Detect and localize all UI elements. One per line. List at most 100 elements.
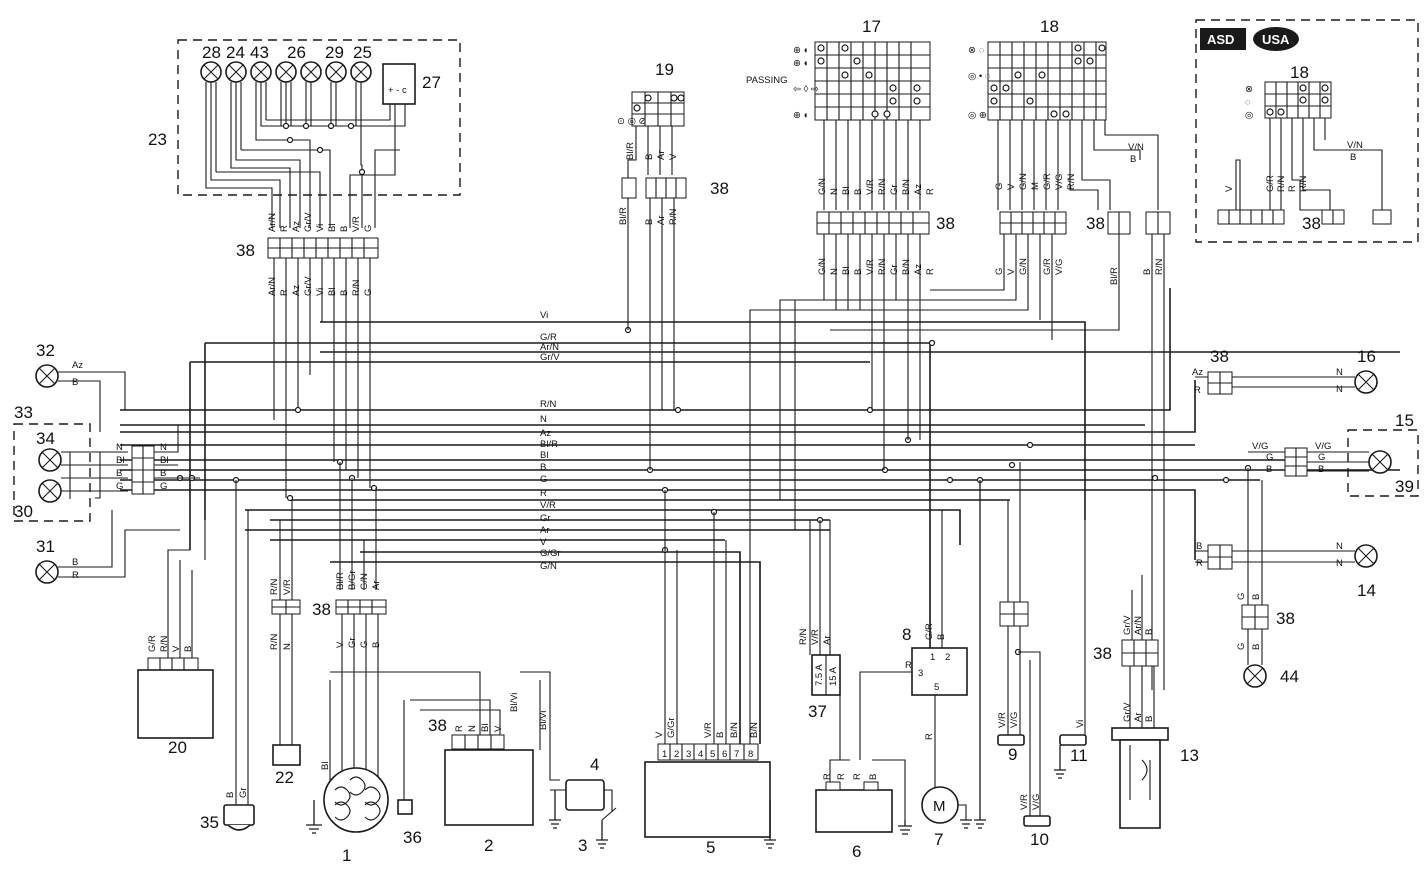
svg-text:Ar: Ar bbox=[822, 636, 833, 646]
svg-text:N: N bbox=[1336, 384, 1343, 395]
bus-label: Gr/V bbox=[540, 352, 560, 363]
motor-label: M bbox=[933, 798, 946, 815]
svg-text:V/R: V/R bbox=[1019, 794, 1030, 810]
svg-text:M: M bbox=[1030, 182, 1041, 190]
lamp-24 bbox=[225, 61, 247, 83]
num-24: 24 bbox=[226, 43, 245, 62]
num-18: 18 bbox=[1290, 63, 1309, 82]
lamp-32: Az B bbox=[35, 360, 126, 432]
svg-text:R/N: R/N bbox=[877, 259, 888, 276]
svg-text:G/N: G/N bbox=[1018, 258, 1029, 275]
num-2: 2 bbox=[484, 836, 493, 855]
component-6: R R R B bbox=[815, 759, 912, 835]
bus-label: V bbox=[540, 537, 547, 548]
svg-text:B/N: B/N bbox=[729, 722, 740, 738]
svg-text:R: R bbox=[454, 725, 465, 732]
svg-text:R: R bbox=[925, 188, 936, 195]
svg-text:G/R: G/R bbox=[147, 635, 158, 652]
lamp-33-labels: N Bl B G N Bl B G bbox=[116, 442, 168, 492]
svg-text:6: 6 bbox=[722, 749, 727, 760]
svg-text:R/N: R/N bbox=[1276, 176, 1287, 193]
num-38: 38 bbox=[236, 241, 255, 260]
num-37: 37 bbox=[808, 702, 827, 721]
svg-text:8: 8 bbox=[748, 749, 753, 760]
lamp-29 bbox=[300, 61, 322, 83]
bus-label: G bbox=[540, 474, 547, 485]
component-37: R/N V/R Ar 7.5 A 15 A bbox=[798, 520, 850, 761]
svg-text:N: N bbox=[1336, 541, 1343, 552]
num-38: 38 bbox=[936, 214, 955, 233]
dash-top-label: Gr/V bbox=[303, 212, 314, 232]
svg-text:B: B bbox=[116, 468, 122, 479]
switch-19-labels: Bl/R B Ar V Bl/R B Ar R/N bbox=[618, 142, 679, 225]
dash-bottom-label: Vi bbox=[315, 288, 326, 296]
svg-text:B: B bbox=[1144, 716, 1155, 722]
svg-text:Bl: Bl bbox=[841, 267, 852, 275]
svg-text:R/N: R/N bbox=[1066, 174, 1077, 191]
svg-text:G: G bbox=[359, 641, 370, 648]
bus-label: Gr bbox=[540, 513, 551, 524]
svg-text:B: B bbox=[1144, 629, 1155, 635]
lamp-14: B R N N bbox=[1195, 541, 1378, 570]
svg-text:⊙ ◎ ⊘: ⊙ ◎ ⊘ bbox=[617, 116, 647, 127]
svg-text:B: B bbox=[183, 646, 194, 652]
asd-badge bbox=[1200, 28, 1246, 50]
dash-top-label: G bbox=[363, 225, 374, 232]
bus-label: Vi bbox=[540, 310, 548, 321]
svg-text:R/N: R/N bbox=[269, 579, 280, 596]
svg-text:Gr: Gr bbox=[889, 184, 900, 195]
svg-text:15 A: 15 A bbox=[828, 666, 839, 686]
num-25: 25 bbox=[353, 43, 372, 62]
svg-text:⊕ ◐: ⊕ ◐ bbox=[793, 110, 809, 121]
svg-text:N: N bbox=[829, 188, 840, 195]
svg-text:B: B bbox=[936, 634, 947, 640]
svg-text:Bl/R: Bl/R bbox=[618, 207, 629, 225]
num-8: 8 bbox=[902, 625, 911, 644]
bus-label: R/N bbox=[540, 399, 557, 410]
bus-label: Ar/N bbox=[540, 342, 559, 353]
svg-text:V: V bbox=[1006, 183, 1017, 190]
lamp-44: G B G B bbox=[1236, 468, 1269, 688]
num-26: 26 bbox=[287, 43, 306, 62]
svg-text:V: V bbox=[493, 725, 504, 732]
num-33: 33 bbox=[14, 403, 33, 422]
svg-text:3: 3 bbox=[686, 749, 691, 760]
svg-text:N: N bbox=[1336, 367, 1343, 378]
svg-text:1: 1 bbox=[930, 652, 935, 663]
svg-text:V: V bbox=[1006, 268, 1017, 275]
svg-text:N: N bbox=[282, 643, 293, 650]
dash-bottom-label: G bbox=[363, 289, 374, 296]
num-19: 19 bbox=[655, 60, 674, 79]
svg-text:G/R: G/R bbox=[924, 623, 935, 640]
num-20: 20 bbox=[168, 738, 187, 757]
svg-text:Gr: Gr bbox=[347, 637, 358, 648]
svg-text:V: V bbox=[654, 731, 665, 738]
svg-text:G: G bbox=[1318, 452, 1325, 463]
svg-text:B/N: B/N bbox=[901, 259, 912, 275]
dash-top-label: V/R bbox=[351, 216, 362, 232]
svg-text:V/R: V/R bbox=[865, 179, 876, 195]
svg-text:V/R: V/R bbox=[865, 259, 876, 275]
num-18: 18 bbox=[1040, 17, 1059, 36]
num-22: 22 bbox=[275, 768, 294, 787]
svg-text:5: 5 bbox=[710, 749, 715, 760]
bus-labels: Vi G/R Ar/N Gr/V R/N N Az Bl/R Bl B G R … bbox=[540, 310, 561, 572]
lamp-34 bbox=[38, 448, 62, 472]
svg-text:Bl/Vi: Bl/Vi bbox=[509, 693, 520, 712]
svg-text:R: R bbox=[1196, 558, 1203, 569]
component-7: M bbox=[921, 480, 986, 829]
lamp-26 bbox=[275, 61, 297, 83]
svg-text:◎ ⊕: ◎ ⊕ bbox=[968, 110, 987, 121]
svg-text:V/R: V/R bbox=[810, 629, 821, 645]
svg-text:G/N: G/N bbox=[359, 573, 370, 590]
lamp-16: Az R N N bbox=[1192, 367, 1378, 396]
num-39: 39 bbox=[1395, 477, 1414, 496]
svg-text:2: 2 bbox=[945, 652, 950, 663]
num-32: 32 bbox=[36, 341, 55, 360]
num-14: 14 bbox=[1357, 581, 1376, 600]
num-38: 38 bbox=[710, 179, 729, 198]
svg-text:Bl/R: Bl/R bbox=[1109, 267, 1120, 285]
svg-text:R: R bbox=[924, 733, 935, 740]
svg-text:B: B bbox=[371, 642, 382, 648]
lamp-30 bbox=[38, 479, 62, 503]
